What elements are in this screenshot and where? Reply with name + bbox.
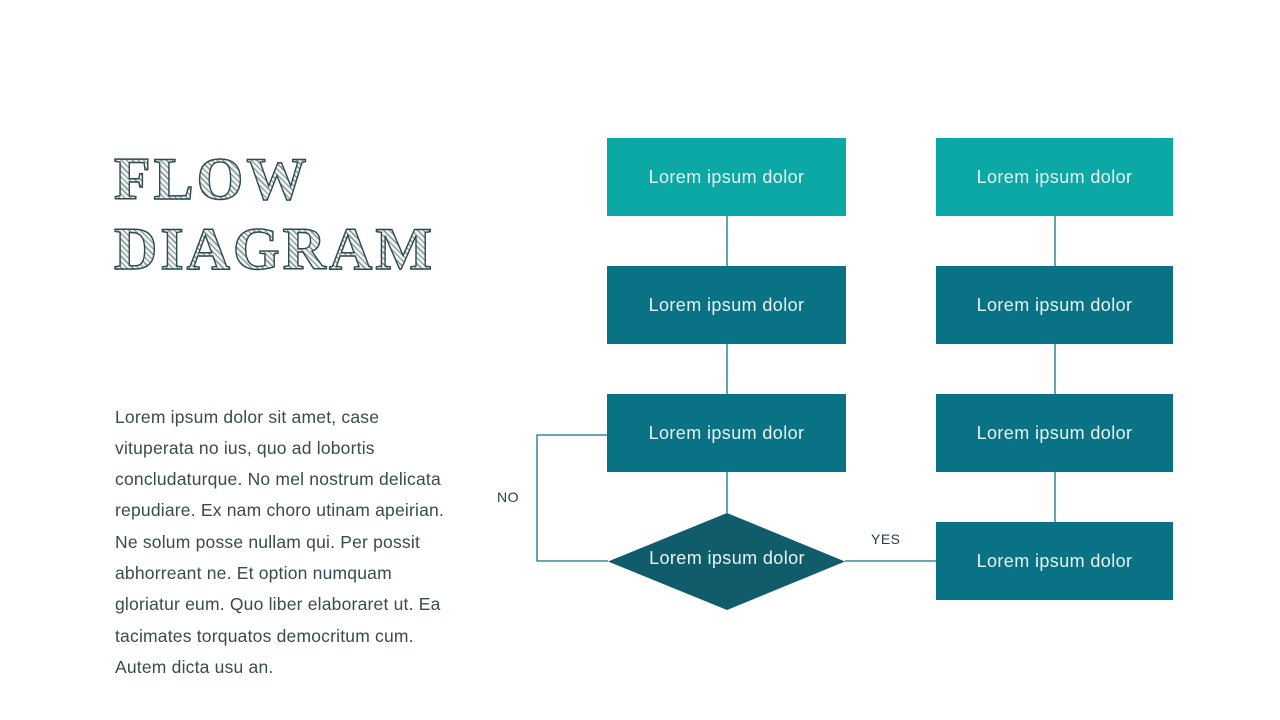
decision-diamond (608, 513, 845, 610)
flow-node-label: Lorem ipsum dolor (976, 294, 1133, 315)
flow-node-right-2: Lorem ipsum dolor (936, 266, 1173, 344)
decision-node-label: Lorem ipsum dolor (649, 548, 805, 568)
flow-node-right-1: Lorem ipsum dolor (936, 138, 1173, 216)
branch-label-yes: YES (871, 531, 901, 547)
flow-node-right-3: Lorem ipsum dolor (936, 394, 1173, 472)
flow-node-label: Lorem ipsum dolor (648, 166, 805, 187)
flow-node-label: Lorem ipsum dolor (976, 550, 1133, 571)
flow-node-right-4: Lorem ipsum dolor (936, 522, 1173, 600)
flow-node-left-2: Lorem ipsum dolor (607, 266, 846, 344)
slide-title-line1: FLOW (113, 145, 310, 213)
flow-node-label: Lorem ipsum dolor (648, 294, 805, 315)
connector-lines (536, 216, 1056, 562)
flow-node-label: Lorem ipsum dolor (976, 166, 1133, 187)
slide-title-line2: DIAGRAM (113, 215, 435, 283)
connector-no-loop (536, 434, 608, 562)
flow-node-label: Lorem ipsum dolor (648, 422, 805, 443)
slide-body-text: Lorem ipsum dolor sit amet, case vituper… (115, 406, 445, 677)
flow-node-left-3: Lorem ipsum dolor (607, 394, 846, 472)
flow-node-left-1: Lorem ipsum dolor (607, 138, 846, 216)
slide-title: FLOW DIAGRAM (113, 144, 534, 284)
flow-node-label: Lorem ipsum dolor (976, 422, 1133, 443)
branch-label-no: NO (497, 489, 519, 505)
